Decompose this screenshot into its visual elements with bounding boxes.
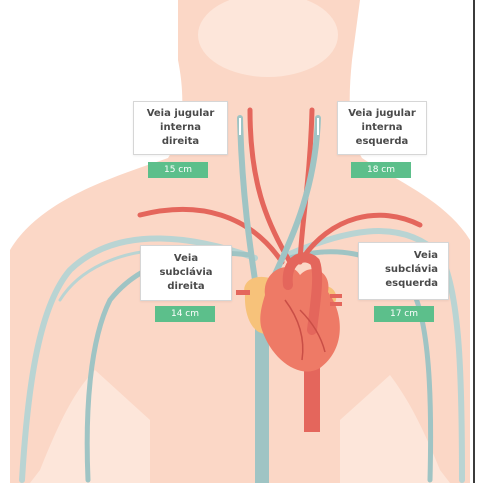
label-card-right-jugular: Veia jugular interna direita xyxy=(133,101,228,155)
label-title: Veia jugular interna direita xyxy=(134,107,227,149)
label-card-right-subclavian: Veia subclávia direita xyxy=(140,245,232,301)
label-title: Veia subclávia direita xyxy=(141,252,231,294)
right-edge-border xyxy=(473,0,475,483)
length-badge: 14 cm xyxy=(155,306,215,322)
label-card-left-jugular: Veia jugular interna esquerda xyxy=(337,101,427,155)
label-title: Veia subclávia esquerda xyxy=(359,249,448,291)
right-vessel-stub xyxy=(236,290,250,295)
label-title: Veia jugular interna esquerda xyxy=(338,107,426,149)
left-vessel-stub-2 xyxy=(330,302,342,306)
length-badge: 17 cm xyxy=(374,306,434,322)
label-card-left-subclavian: Veia subclávia esquerda xyxy=(358,242,449,300)
length-badge: 18 cm xyxy=(351,162,411,178)
length-badge: 15 cm xyxy=(148,162,208,178)
left-vessel-stub xyxy=(330,294,342,298)
